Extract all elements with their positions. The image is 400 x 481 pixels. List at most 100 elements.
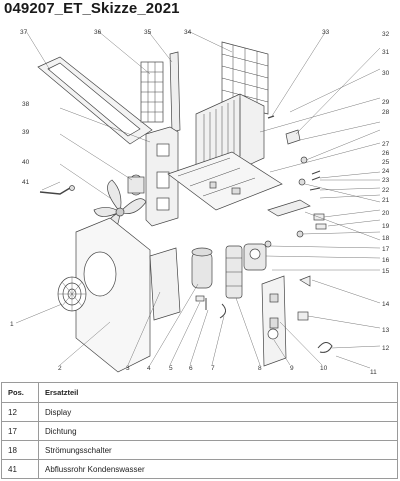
row-part: Display [38, 402, 398, 422]
callout-22: 22 [382, 187, 390, 194]
svg-text:20: 20 [382, 210, 390, 217]
callout-20: 20 [382, 210, 390, 217]
svg-text:5: 5 [169, 365, 173, 372]
callout-26: 26 [382, 150, 390, 157]
part-13 [297, 311, 309, 321]
part-14 [299, 275, 311, 287]
exploded-view-drawing: 37 36 35 34 33 32 31 30 29 28 27 26 25 2… [0, 22, 400, 380]
callout-12: 12 [382, 345, 390, 352]
row-part: Abflussrohr Kondenswasser [38, 459, 398, 479]
table-row: 12 Display [1, 402, 398, 422]
row-pos: 17 [1, 421, 39, 441]
callout-5: 5 [169, 365, 173, 372]
callout-41: 41 [22, 179, 30, 186]
callout-7: 7 [211, 365, 215, 372]
svg-text:25: 25 [382, 159, 390, 166]
callout-34: 34 [184, 29, 192, 36]
callout-13: 13 [382, 327, 390, 334]
callout-28: 28 [382, 109, 390, 116]
row-pos: 41 [1, 459, 39, 479]
callout-24: 24 [382, 168, 390, 175]
row-pos: 12 [1, 402, 39, 422]
svg-text:3: 3 [126, 365, 130, 372]
svg-text:18: 18 [382, 235, 390, 242]
svg-text:21: 21 [382, 197, 390, 204]
svg-text:31: 31 [382, 49, 390, 56]
part-side-panel-3 [149, 247, 181, 321]
callout-29: 29 [382, 99, 390, 106]
part-drain-41 [39, 185, 75, 195]
callout-21: 21 [382, 197, 390, 204]
callout-9: 9 [290, 365, 294, 372]
svg-text:6: 6 [189, 365, 193, 372]
svg-text:7: 7 [211, 365, 215, 372]
callout-2: 2 [58, 365, 62, 372]
part-fan-40 [93, 179, 147, 235]
svg-text:17: 17 [382, 246, 390, 253]
leader-lines [15, 30, 381, 369]
svg-text:8: 8 [258, 365, 262, 372]
svg-text:40: 40 [22, 159, 30, 166]
callout-25: 25 [382, 159, 390, 166]
callout-15: 15 [382, 268, 390, 275]
part-grid-34 [221, 41, 269, 115]
svg-text:9: 9 [290, 365, 294, 372]
row-part: Dichtung [38, 421, 398, 441]
callout-4: 4 [147, 365, 151, 372]
callout-27: 27 [382, 141, 390, 148]
callout-39: 39 [22, 129, 30, 136]
svg-text:41: 41 [22, 179, 30, 186]
part-5 [195, 295, 205, 302]
part-control-box-10 [261, 275, 287, 367]
part-display-12 [317, 342, 333, 353]
svg-text:28: 28 [382, 109, 390, 116]
part-bracket-38 [145, 126, 179, 227]
svg-text:1: 1 [10, 321, 14, 328]
svg-text:10: 10 [320, 365, 328, 372]
svg-text:27: 27 [382, 141, 390, 148]
table-row: 17 Dichtung [1, 421, 398, 441]
part-fan-guard-1 [57, 276, 87, 312]
svg-text:26: 26 [382, 150, 390, 157]
callout-labels: 37 36 35 34 33 32 31 30 29 28 27 26 25 2… [10, 29, 390, 376]
svg-text:35: 35 [144, 29, 152, 36]
svg-text:32: 32 [382, 31, 390, 38]
callout-10: 10 [320, 365, 328, 372]
svg-text:14: 14 [382, 301, 390, 308]
row-pos: 18 [1, 440, 39, 460]
svg-text:36: 36 [94, 29, 102, 36]
part-bar-35 [169, 51, 181, 133]
part-grid-36 [140, 61, 164, 123]
callout-6: 6 [189, 365, 193, 372]
callout-36: 36 [94, 29, 102, 36]
svg-text:16: 16 [382, 257, 390, 264]
part-heat-exchanger-8 [225, 245, 243, 299]
callout-17: 17 [382, 246, 390, 253]
drawing-title: 049207_ET_Skizze_2021 [4, 0, 180, 17]
svg-text:34: 34 [184, 29, 192, 36]
callout-3: 3 [126, 365, 130, 372]
callout-1: 1 [10, 321, 14, 328]
callout-35: 35 [144, 29, 152, 36]
svg-text:24: 24 [382, 168, 390, 175]
callout-16: 16 [382, 257, 390, 264]
table-row: 41 Abflussrohr Kondenswasser [1, 459, 398, 479]
svg-text:2: 2 [58, 365, 62, 372]
callout-14: 14 [382, 301, 390, 308]
svg-text:13: 13 [382, 327, 390, 334]
svg-text:29: 29 [382, 99, 390, 106]
part-base-plate [167, 151, 283, 211]
callout-32: 32 [382, 31, 390, 38]
callout-30: 30 [382, 70, 390, 77]
part-sensor-33 [267, 115, 275, 119]
svg-text:37: 37 [20, 29, 28, 36]
svg-text:38: 38 [22, 101, 30, 108]
part-front-panel-2 [75, 217, 151, 373]
callout-23: 23 [382, 177, 390, 184]
svg-text:15: 15 [382, 268, 390, 275]
callout-33: 33 [322, 29, 330, 36]
row-part: Strömungsschalter [38, 440, 398, 460]
callout-11: 11 [370, 369, 377, 376]
svg-text:39: 39 [22, 129, 30, 136]
table-row: 18 Strömungsschalter [1, 440, 398, 460]
